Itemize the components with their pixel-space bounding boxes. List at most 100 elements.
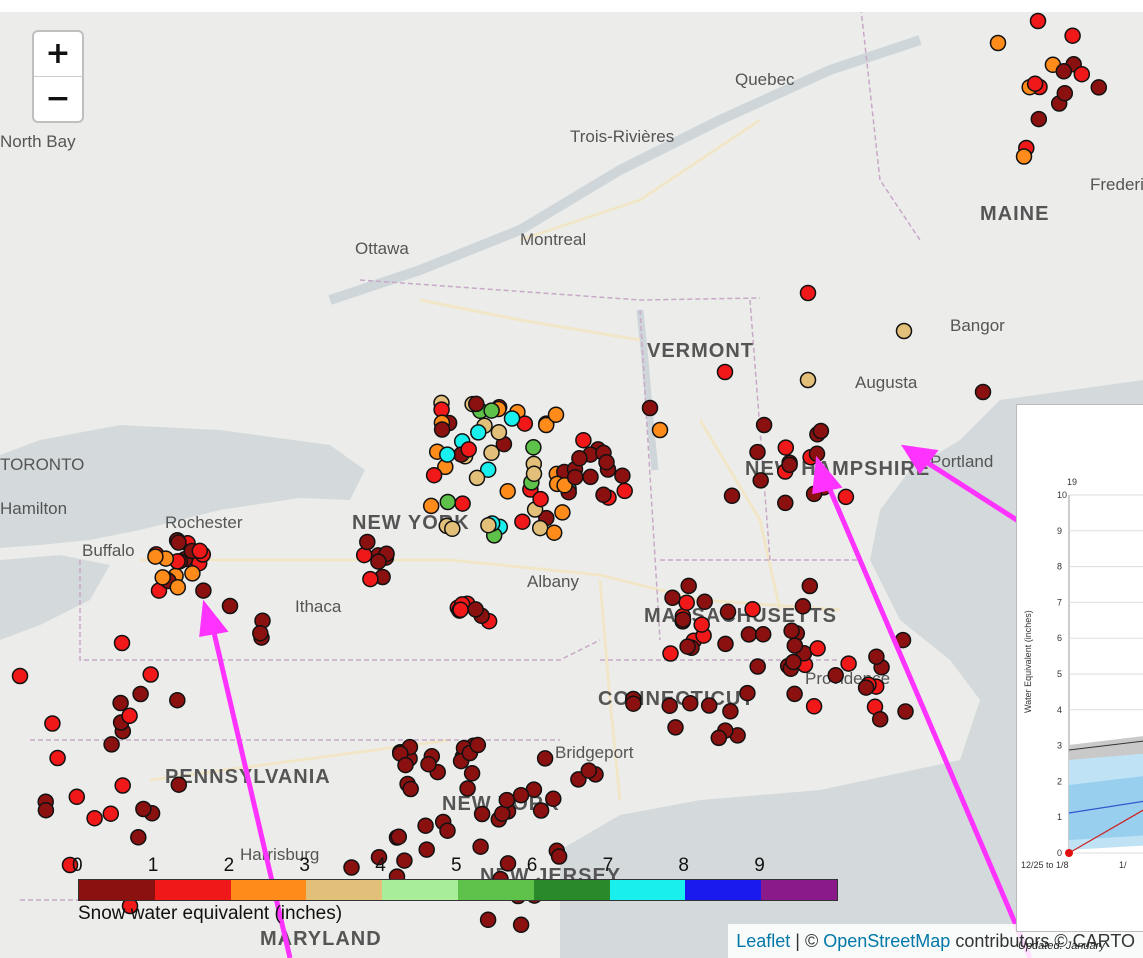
- station-marker[interactable]: [422, 497, 440, 515]
- station-marker[interactable]: [499, 483, 516, 500]
- station-marker[interactable]: [359, 533, 376, 551]
- station-marker[interactable]: [444, 520, 461, 538]
- station-marker[interactable]: [362, 570, 379, 588]
- station-marker[interactable]: [472, 838, 489, 855]
- station-marker[interactable]: [722, 703, 739, 720]
- station-marker[interactable]: [755, 416, 773, 434]
- station-marker[interactable]: [719, 603, 737, 621]
- station-marker[interactable]: [1029, 12, 1047, 30]
- station-marker[interactable]: [469, 736, 487, 754]
- station-marker[interactable]: [86, 809, 103, 827]
- station-marker[interactable]: [739, 684, 756, 702]
- station-marker[interactable]: [868, 648, 885, 665]
- station-marker[interactable]: [681, 695, 699, 712]
- station-marker[interactable]: [418, 841, 435, 858]
- station-marker[interactable]: [396, 852, 413, 869]
- station-marker[interactable]: [895, 322, 913, 340]
- station-marker[interactable]: [716, 363, 734, 381]
- station-marker[interactable]: [44, 715, 61, 732]
- station-marker[interactable]: [570, 771, 587, 788]
- station-marker[interactable]: [454, 495, 471, 512]
- station-marker[interactable]: [809, 640, 826, 657]
- station-marker[interactable]: [571, 450, 588, 467]
- osm-link[interactable]: OpenStreetMap: [823, 931, 951, 951]
- station-marker[interactable]: [525, 439, 542, 456]
- station-marker[interactable]: [114, 777, 131, 794]
- station-marker[interactable]: [1064, 27, 1081, 44]
- station-marker[interactable]: [169, 691, 186, 709]
- station-marker[interactable]: [170, 776, 188, 793]
- station-marker[interactable]: [397, 756, 414, 774]
- station-marker[interactable]: [473, 805, 491, 823]
- station-marker[interactable]: [837, 488, 855, 506]
- station-marker[interactable]: [754, 626, 772, 643]
- station-marker[interactable]: [614, 467, 631, 484]
- station-marker[interactable]: [667, 719, 684, 736]
- station-marker[interactable]: [402, 780, 419, 798]
- station-marker[interactable]: [777, 494, 794, 512]
- station-marker[interactable]: [700, 697, 718, 714]
- station-marker[interactable]: [744, 600, 761, 618]
- station-marker[interactable]: [463, 765, 481, 782]
- station-marker[interactable]: [1073, 65, 1091, 83]
- station-marker[interactable]: [11, 667, 29, 685]
- station-marker[interactable]: [974, 383, 992, 401]
- station-marker[interactable]: [532, 802, 550, 819]
- station-marker[interactable]: [103, 736, 120, 753]
- station-marker[interactable]: [575, 431, 592, 449]
- leaflet-link[interactable]: Leaflet: [736, 931, 791, 951]
- station-marker[interactable]: [512, 786, 530, 804]
- station-marker[interactable]: [170, 534, 187, 551]
- station-marker[interactable]: [480, 516, 497, 534]
- station-marker[interactable]: [498, 791, 516, 809]
- station-marker[interactable]: [531, 519, 549, 537]
- station-marker[interactable]: [102, 805, 120, 822]
- station-marker[interactable]: [598, 453, 615, 471]
- station-marker[interactable]: [827, 667, 844, 684]
- station-marker[interactable]: [537, 416, 555, 434]
- station-marker[interactable]: [550, 848, 568, 865]
- station-marker[interactable]: [142, 666, 159, 683]
- station-marker[interactable]: [696, 593, 713, 611]
- station-marker[interactable]: [679, 638, 696, 655]
- station-marker[interactable]: [616, 482, 633, 500]
- station-marker[interactable]: [857, 679, 875, 696]
- zoom-out-button[interactable]: −: [45, 81, 71, 116]
- station-marker[interactable]: [897, 703, 914, 720]
- station-marker[interactable]: [661, 697, 678, 715]
- station-marker[interactable]: [580, 762, 598, 779]
- station-marker[interactable]: [184, 565, 201, 582]
- station-marker[interactable]: [783, 622, 800, 640]
- station-marker[interactable]: [490, 423, 508, 441]
- station-marker[interactable]: [439, 822, 456, 839]
- station-marker[interactable]: [433, 421, 451, 438]
- station-marker[interactable]: [439, 446, 456, 463]
- station-marker[interactable]: [1015, 148, 1033, 165]
- station-marker[interactable]: [147, 548, 164, 565]
- station-marker[interactable]: [723, 487, 741, 505]
- station-marker[interactable]: [799, 284, 817, 302]
- station-marker[interactable]: [662, 645, 679, 662]
- station-marker[interactable]: [470, 424, 487, 441]
- station-marker[interactable]: [678, 594, 695, 611]
- station-marker[interactable]: [494, 805, 511, 822]
- station-marker[interactable]: [370, 848, 388, 866]
- station-marker[interactable]: [195, 582, 212, 599]
- station-marker[interactable]: [417, 817, 434, 834]
- station-marker[interactable]: [135, 800, 152, 818]
- station-marker[interactable]: [545, 524, 563, 541]
- station-marker[interactable]: [439, 493, 457, 511]
- station-marker[interactable]: [49, 749, 66, 767]
- station-marker[interactable]: [566, 468, 584, 486]
- station-marker[interactable]: [1026, 75, 1044, 92]
- station-marker[interactable]: [221, 597, 239, 615]
- station-marker[interactable]: [525, 465, 543, 483]
- station-marker[interactable]: [582, 468, 599, 486]
- station-marker[interactable]: [370, 553, 387, 570]
- station-marker[interactable]: [467, 601, 484, 618]
- station-marker[interactable]: [483, 444, 500, 462]
- station-marker[interactable]: [483, 402, 500, 419]
- station-marker[interactable]: [595, 486, 612, 504]
- station-marker[interactable]: [749, 658, 766, 675]
- station-marker[interactable]: [812, 422, 830, 440]
